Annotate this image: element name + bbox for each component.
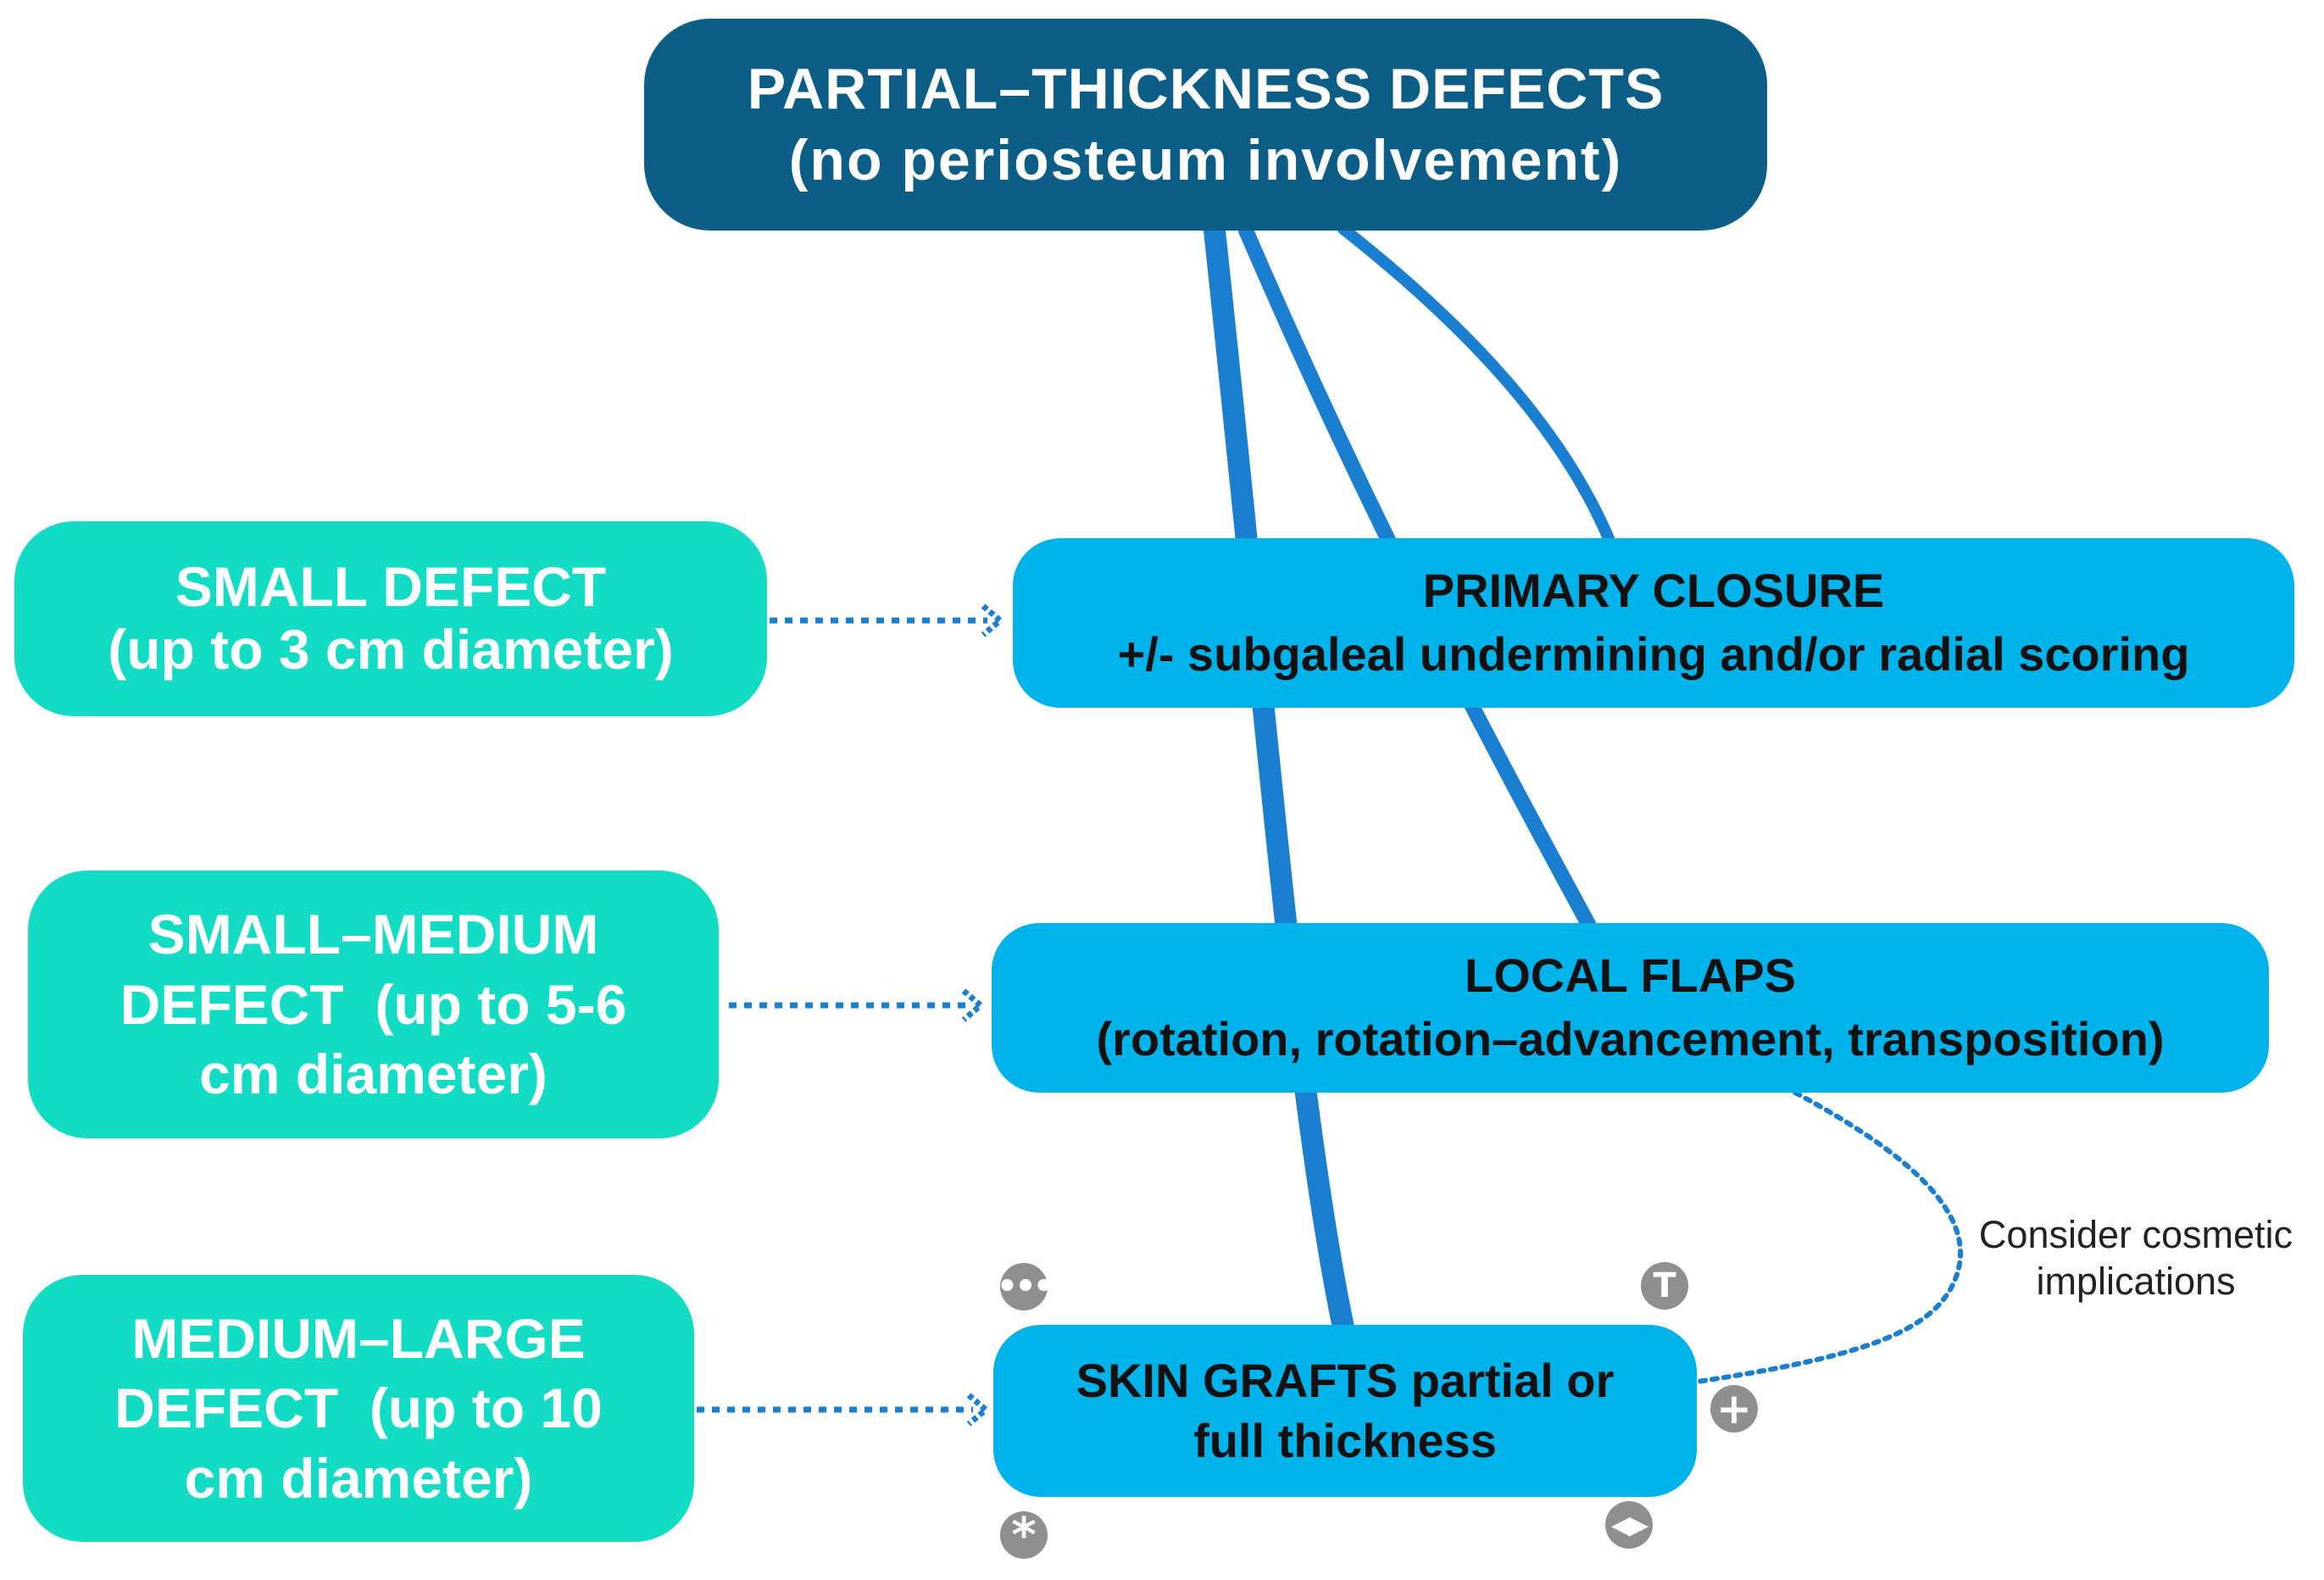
topic-small-defect[interactable]: SMALL DEFECT (up to 3 cm diameter) [14, 521, 767, 716]
relationship-label-line1: Consider cosmetic [1978, 1213, 2293, 1256]
skin-grafts-title: SKIN GRAFTS [1076, 1353, 1398, 1407]
arrow-medium-large-defect [697, 1393, 991, 1427]
topic-medium-large-defect[interactable]: MEDIUM–LARGE DEFECT (up to 10 cm diamete… [23, 1275, 694, 1542]
arrow-small-medium-defect [729, 988, 986, 1022]
primary-closure-detail: +/- subgaleal undermining and/or radial … [1117, 627, 2190, 681]
root-topic-partial-thickness-defects[interactable]: PARTIAL–THICKNESS DEFECTS (no periosteum… [644, 19, 1767, 231]
root-topic-subtitle: (no periosteum involvement) [788, 128, 1623, 192]
relationship-label-line2: implications [2036, 1259, 2236, 1303]
local-flaps-title: LOCAL FLAPS [1465, 949, 1796, 1003]
root-topic-title: PARTIAL–THICKNESS DEFECTS [747, 56, 1665, 121]
skin-grafts-line1: SKIN GRAFTS partial or [1076, 1353, 1615, 1408]
topic-local-flaps[interactable]: LOCAL FLAPS (rotation, rotation–advancem… [992, 923, 2269, 1093]
relationship-label[interactable]: Consider cosmetic implications [1949, 1212, 2322, 1305]
small-defect-title: SMALL DEFECT [175, 555, 607, 619]
small-medium-defect-line3: cm diameter) [199, 1043, 548, 1106]
insert-topic-icon[interactable]: T [1641, 1262, 1688, 1310]
topic-small-medium-defect[interactable]: SMALL–MEDIUM DEFECT (up to 5-6 cm diamet… [28, 871, 719, 1138]
medium-large-defect-line1: MEDIUM–LARGE [131, 1306, 586, 1370]
topic-primary-closure[interactable]: PRIMARY CLOSURE +/- subgaleal underminin… [1013, 538, 2294, 708]
small-medium-defect-line1: SMALL–MEDIUM [147, 903, 599, 966]
add-subtopic-icon[interactable]: + [1710, 1384, 1758, 1433]
local-flaps-detail: (rotation, rotation–advancement, transpo… [1096, 1012, 2165, 1065]
skin-grafts-title-rest: partial or [1398, 1353, 1615, 1407]
arrow-small-defect [770, 604, 1005, 637]
relationship-curve [1695, 1090, 1964, 1384]
primary-closure-title: PRIMARY CLOSURE [1422, 564, 1885, 618]
topic-skin-grafts[interactable]: SKIN GRAFTS partial or full thickness [993, 1325, 1697, 1497]
marker-icon[interactable]: * [1000, 1508, 1048, 1563]
small-defect-size: (up to 3 cm diameter) [108, 618, 674, 681]
medium-large-defect-line3: cm diameter) [184, 1446, 533, 1510]
more-options-icon[interactable]: ••• [997, 1263, 1054, 1310]
medium-large-defect-line2: DEFECT (up to 10 [114, 1377, 603, 1440]
branch-root-to-primary-closure [1337, 223, 1616, 548]
resize-handle-icon[interactable]: ◀▶ [1605, 1501, 1653, 1549]
small-medium-defect-line2: DEFECT (up to 5-6 [120, 972, 627, 1036]
branch-root-to-skin-grafts [1204, 220, 1354, 1338]
skin-grafts-detail: full thickness [1193, 1413, 1497, 1467]
